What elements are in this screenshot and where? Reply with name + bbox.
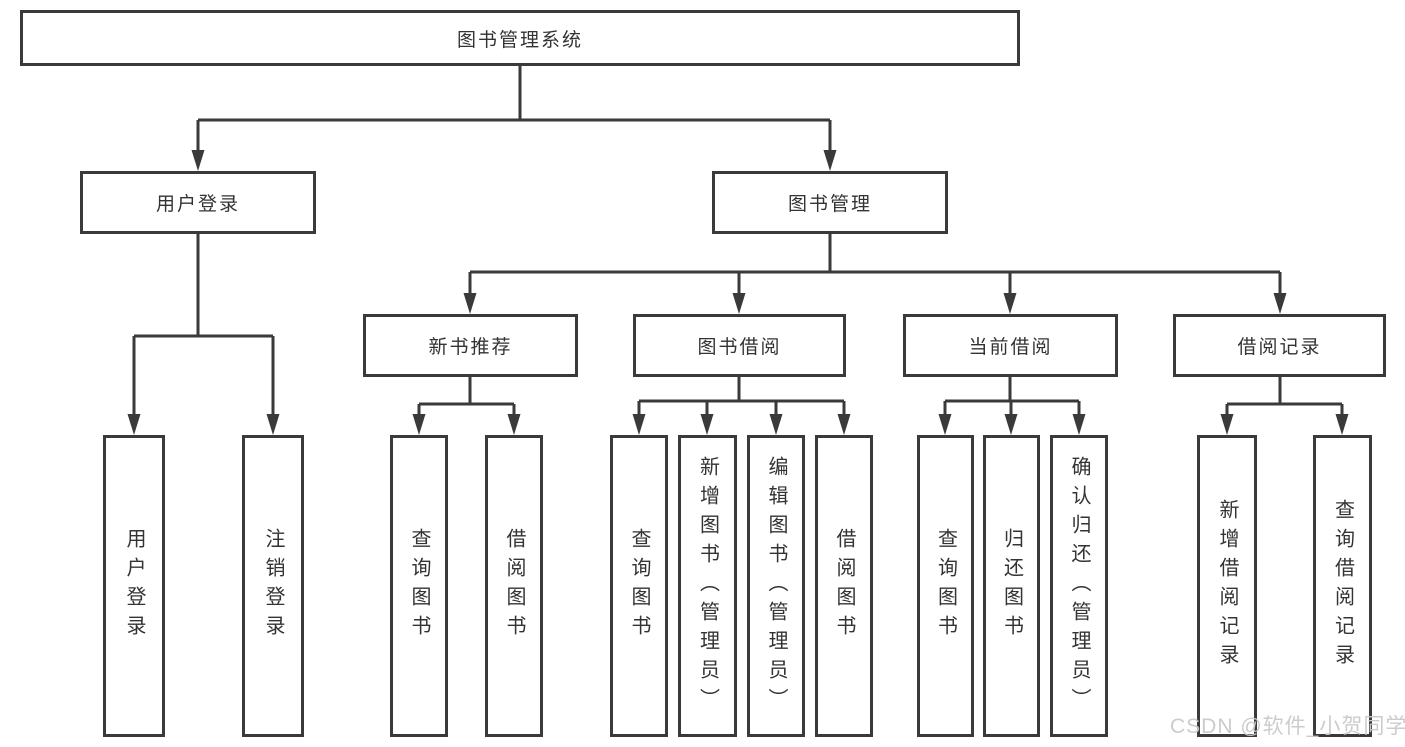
arrowhead-icon [938,414,952,435]
node-label: 新书推荐 [428,337,513,358]
arrowhead-icon [1220,414,1234,435]
leaf-query-books-current: 查询图书 [917,435,974,737]
arrowhead-icon [1273,293,1287,314]
node-label: 用户登录 [123,528,145,644]
leaf-add-borrow-record: 新增借阅记录 [1197,435,1257,737]
leaf-user-login: 用户登录 [103,435,165,737]
node-label: 图书管理系统 [456,29,583,51]
arrowhead-icon [1003,293,1017,314]
node-label: 当前借阅 [968,337,1053,358]
leaf-logout-login: 注销登录 [242,435,304,737]
node-label: 借阅图书 [503,528,525,644]
node-user-login: 用户登录 [80,171,316,234]
leaf-borrow-books: 借阅图书 [815,435,873,737]
arrowhead-icon [191,150,205,171]
arrowhead-icon [837,414,851,435]
node-label: 查询图书 [628,528,650,644]
node-label: 图书借阅 [697,337,782,358]
leaf-query-books-recommend: 查询图书 [390,435,448,737]
arrowhead-icon [1004,414,1018,435]
arrowhead-icon [127,414,141,435]
leaf-query-books-borrow: 查询图书 [610,435,668,737]
leaf-add-books-admin: 新增图书（管理员） [678,435,737,737]
node-label: 用户登录 [155,194,240,215]
csdn-watermark: CSDN @软件_小贺同学 [1170,715,1405,738]
arrowhead-icon [732,293,746,314]
connector-current-borrow [943,375,1081,416]
leaf-edit-books-admin: 编辑图书（管理员） [747,435,805,737]
node-book-management: 图书管理 [712,171,948,234]
node-label: 借阅记录 [1237,337,1322,358]
node-borrowing-records: 借阅记录 [1173,314,1386,377]
arrowhead-icon [1072,414,1086,435]
arrowhead-icon [632,414,646,435]
node-label: 注销登录 [262,528,284,644]
node-current-borrowing: 当前借阅 [903,314,1118,377]
arrowhead-icon [700,414,714,435]
node-label: 新增图书（管理员） [696,455,719,717]
node-label: 借阅图书 [833,528,855,644]
arrowhead-icon [266,414,280,435]
node-label: 查询借阅记录 [1331,499,1354,673]
arrowhead-icon [507,414,521,435]
node-library-management-system: 图书管理系统 [20,10,1020,66]
leaf-return-books: 归还图书 [983,435,1040,737]
connector-user-login [132,233,275,416]
node-label: 图书管理 [787,194,872,215]
arrowhead-icon [463,293,477,314]
node-label: 编辑图书（管理员） [765,455,787,717]
node-label: 归还图书 [1000,528,1023,644]
arrowhead-icon [769,414,783,435]
node-book-borrowing: 图书借阅 [633,314,846,377]
arrowhead-icon [1335,414,1349,435]
arrowhead-icon [412,414,426,435]
leaf-confirm-return-admin: 确认归还（管理员） [1050,435,1108,737]
node-label: 确认归还（管理员） [1068,455,1090,717]
connector-book-management [468,233,1282,295]
node-label: 查询图书 [934,528,957,644]
leaf-query-borrow-record: 查询借阅记录 [1313,435,1372,737]
connector-borrow-records [1225,375,1344,416]
node-label: 新增借阅记录 [1216,499,1238,673]
arrowhead-icon [823,150,837,171]
node-new-book-recommendation: 新书推荐 [363,314,578,377]
leaf-borrow-books-recommend: 借阅图书 [485,435,543,737]
connector-root [196,66,832,152]
node-label: 查询图书 [408,528,430,644]
connector-new-book [417,375,516,416]
connector-book-borrow [637,375,846,416]
arrowheads [127,150,1349,435]
